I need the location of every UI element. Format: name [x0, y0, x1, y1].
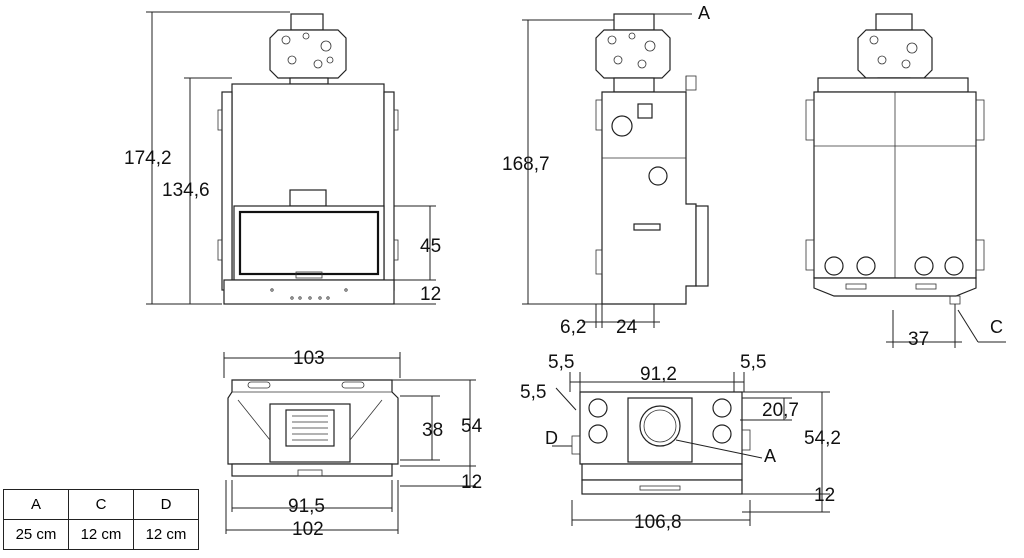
top-rear-label-d: D [545, 428, 558, 448]
top-rear-offset-20-7: 20,7 [762, 400, 799, 421]
side-height: 168,7 [502, 154, 550, 175]
front-glass [238, 210, 380, 276]
front-door [233, 205, 385, 281]
legend-header-d: D [133, 489, 199, 520]
top-rear-margin-side: 5,5 [520, 382, 546, 403]
legend-header-row: A C D [3, 489, 199, 520]
legend-value-a: 25 cm [3, 519, 69, 550]
top-rear-flue [639, 405, 681, 447]
legend-header-c: C [68, 489, 134, 520]
top-front-width-102: 102 [292, 519, 324, 540]
side-depth: 24 [616, 317, 638, 338]
back-spacing: 37 [908, 329, 929, 350]
top-rear-margin-right: 5,5 [740, 352, 766, 373]
front-height-body: 134,6 [162, 180, 210, 201]
top-rear-depth-54-2: 54,2 [804, 428, 841, 449]
top-rear-label-a: A [764, 446, 776, 466]
top-rear-offset-12: 12 [814, 485, 835, 506]
front-glass-height: 45 [420, 236, 441, 257]
side-label-a: A [698, 3, 710, 23]
top-front-depth-38: 38 [422, 420, 443, 441]
side-air-inlet-upper [611, 115, 633, 137]
back-view: 37 C [805, 13, 1006, 350]
legend-value-c: 12 cm [68, 519, 134, 550]
side-flue-connector [595, 13, 671, 93]
back-label-c: C [990, 317, 1003, 337]
legend-header-a: A [3, 489, 69, 520]
top-rear-air-holes [588, 398, 732, 444]
back-air-holes [824, 256, 964, 276]
legend-value-row: 25 cm 12 cm 12 cm [3, 519, 199, 550]
top-rear-margin-left: 5,5 [548, 352, 574, 373]
front-base-offset: 12 [420, 284, 441, 305]
top-rear-width-91-2: 91,2 [640, 364, 677, 385]
top-view-rear: 5,5 91,2 5,5 5,5 20,7 54,2 D A 12 106,8 [520, 352, 841, 533]
front-side-left [221, 91, 233, 291]
front-side-right [383, 91, 395, 291]
top-front-width-91-5: 91,5 [288, 496, 325, 517]
legend-value-d: 12 cm [133, 519, 199, 550]
side-view: 168,7 A 6,2 24 [502, 3, 710, 338]
top-front-width-103: 103 [293, 348, 325, 369]
top-rear-width-106-8: 106,8 [634, 512, 682, 533]
front-view: 174,2 134,6 45 12 [124, 11, 441, 305]
front-base [223, 279, 395, 305]
front-flue-connector [269, 13, 347, 85]
top-front-offset-12: 12 [461, 472, 482, 493]
dimension-legend-table: A C D 25 cm 12 cm 12 cm [3, 489, 199, 550]
top-view-front: 103 38 54 12 91,5 102 [223, 348, 483, 540]
side-offset-bottom: 6,2 [560, 317, 586, 338]
side-air-inlet-lower [648, 166, 668, 186]
top-front-depth-54: 54 [461, 416, 483, 437]
front-height-total: 174,2 [124, 148, 172, 169]
